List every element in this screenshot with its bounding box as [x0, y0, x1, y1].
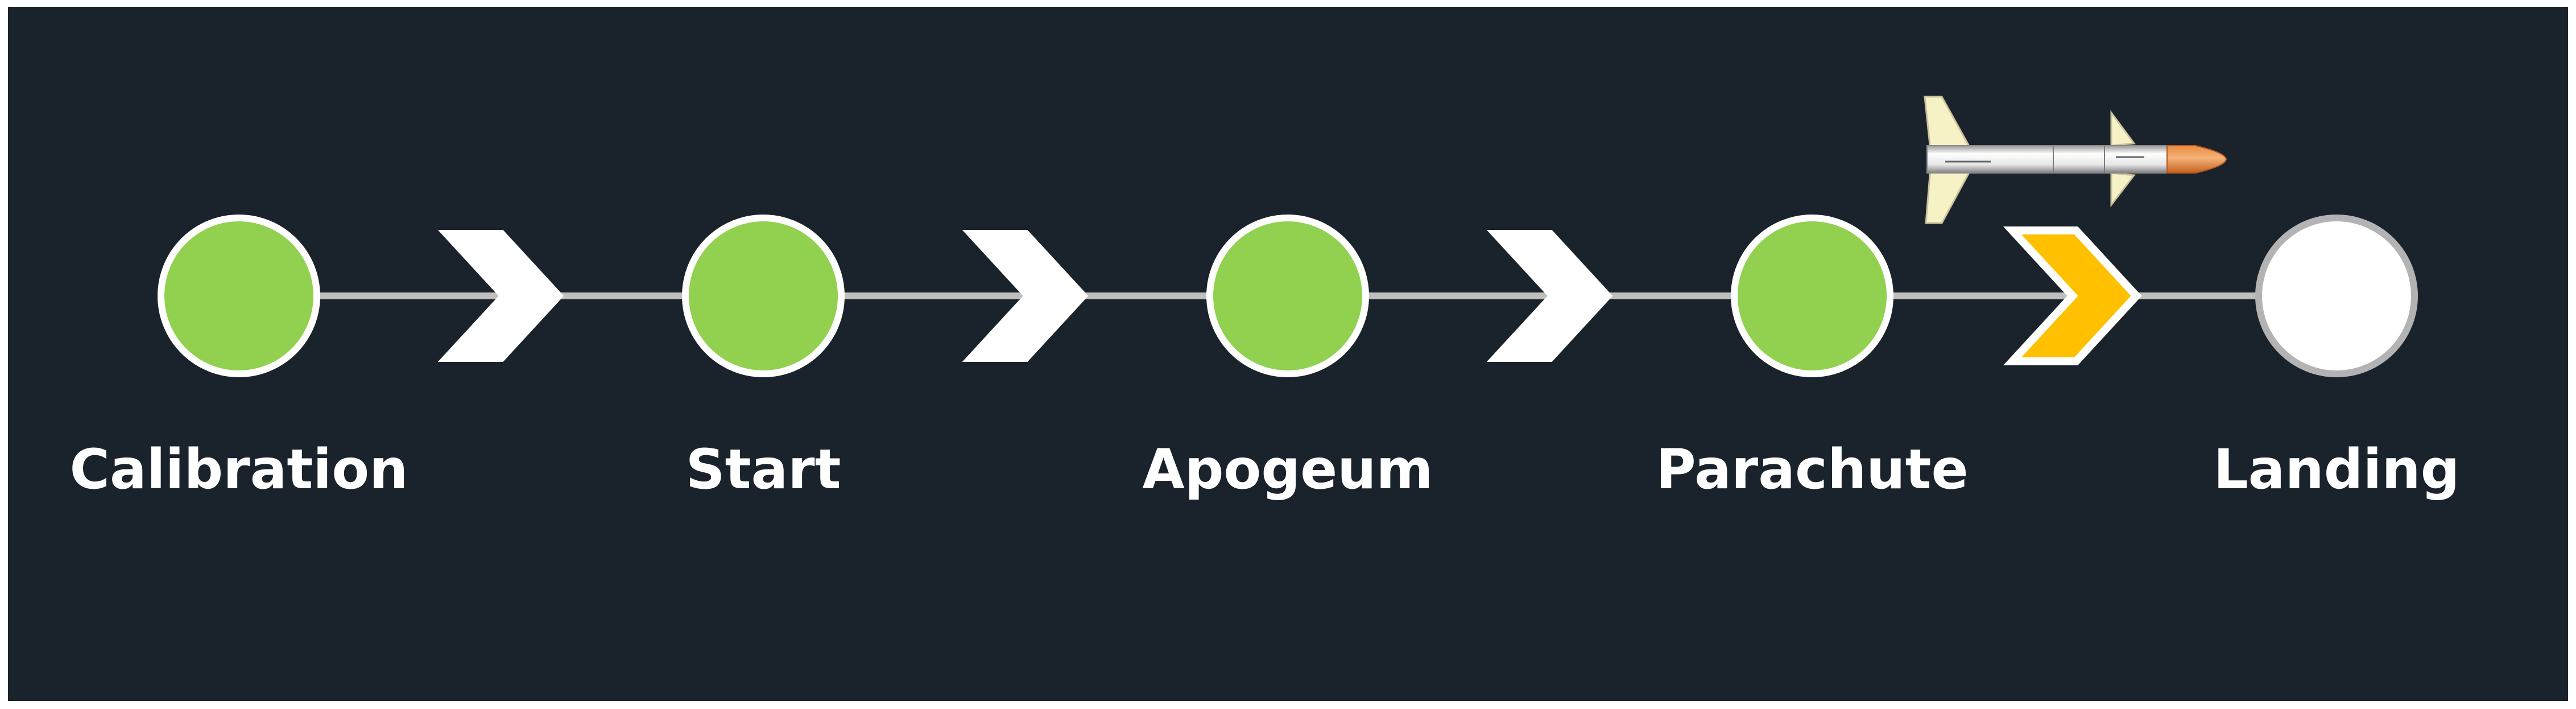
stage-node-apogeum — [1206, 215, 1369, 377]
rocket-fin-bottom — [1925, 167, 1973, 224]
rocket-fin-top — [1924, 96, 1973, 151]
stage-node-parachute — [1731, 215, 1893, 377]
rocket-fin-front-top — [2110, 110, 2136, 147]
chevron-arrows — [437, 226, 2142, 365]
stage-label-parachute: Parachute — [1656, 438, 1968, 501]
stage-label-landing: Landing — [2214, 438, 2460, 501]
stage-node-calibration — [158, 215, 320, 377]
chevron-arrow-3 — [1486, 230, 1613, 362]
stage-nodes — [158, 215, 2418, 377]
stage-label-apogeum: Apogeum — [1142, 438, 1433, 501]
rocket-icon — [1924, 96, 2227, 224]
stage-node-start — [682, 215, 845, 377]
rocket-fin-front-bottom — [2110, 172, 2136, 208]
stage-label-calibration: Calibration — [70, 438, 408, 501]
stage-node-landing — [2255, 215, 2418, 377]
stage-labels: Calibration Start Apogeum Parachute Landing — [70, 438, 2460, 501]
chevron-arrow-4 — [2003, 226, 2142, 365]
rocket-body — [1926, 145, 2169, 174]
chevron-arrow-2 — [962, 230, 1089, 362]
stage-label-start: Start — [685, 438, 841, 501]
rocket-nose — [2166, 145, 2227, 174]
chevron-arrow-1 — [437, 230, 564, 362]
